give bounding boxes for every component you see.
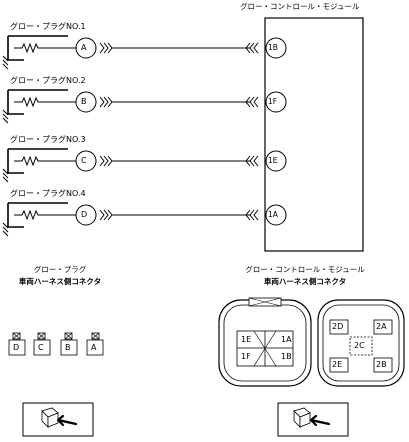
plug-terminal-a: A (91, 343, 97, 352)
module-cell-2b: 2B (376, 360, 387, 369)
module-connector-title-2: 車両ハーネス側コネクタ (263, 277, 347, 286)
module-pin-2: 1F (268, 97, 278, 106)
plug-row-3 (2, 148, 287, 183)
plug-label-4: グロー・プラグNO.4 (10, 189, 86, 198)
module-title: グロー・コントロール・モジュール (240, 2, 360, 11)
plug-terminal-b: B (65, 343, 71, 352)
plug-terminal-c: C (38, 343, 44, 352)
view-direction-icon-right (277, 402, 349, 437)
module-cell-2e: 2E (332, 360, 343, 369)
plug-connector-title-2: 車両ハーネス側コネクタ (18, 277, 102, 286)
module-connector-1 (218, 297, 312, 387)
module-cell-2a: 2A (376, 322, 387, 331)
plug-row-4 (2, 202, 287, 237)
module-connector-2 (317, 299, 405, 387)
module-cell-2d: 2D (332, 322, 344, 331)
plug-row-1 (2, 35, 287, 70)
module-pin-4: 1A (268, 210, 278, 219)
module-pin-1: 1B (268, 43, 278, 52)
plug-label-3: グロー・プラグNO.3 (10, 135, 86, 144)
plug-connector-title-1: グロー・プラグ (33, 265, 87, 274)
plug-pin-3: C (81, 156, 87, 165)
plug-label-2: グロー・プラグNO.2 (10, 76, 86, 85)
module-box (264, 17, 364, 252)
plug-terminal-d: D (13, 343, 20, 352)
module-pin-3: 1E (268, 156, 278, 165)
module-cell-1a: 1A (281, 335, 292, 344)
plug-pin-2: B (81, 97, 87, 106)
plug-label-1: グロー・プラグNO.1 (10, 22, 86, 31)
module-cell-1e: 1E (241, 335, 252, 344)
module-cell-1f: 1F (241, 352, 251, 361)
module-connector-title-1: グロー・コントロール・モジュール (245, 265, 365, 274)
plug-side-connector (8, 332, 104, 356)
view-direction-icon-left (22, 402, 94, 437)
module-cell-1b: 1B (281, 352, 292, 361)
plug-row-2 (2, 89, 287, 124)
plug-pin-1: A (81, 43, 87, 52)
plug-pin-4: D (81, 210, 88, 219)
module-cell-2c: 2C (354, 341, 365, 350)
